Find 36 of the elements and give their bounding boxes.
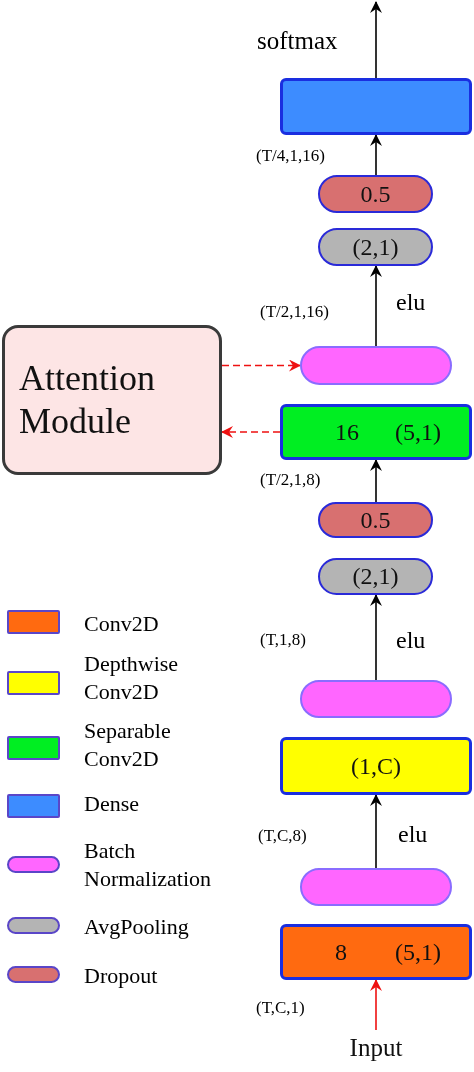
module-title: Attention Module: [19, 356, 156, 443]
layer-pill: [300, 680, 452, 718]
layer-pill: [318, 558, 433, 595]
legend-label: Dropout: [84, 962, 159, 990]
layer-pill: [318, 502, 433, 538]
layer-param: 0.5: [360, 180, 391, 208]
layer-pill: [318, 175, 433, 213]
legend-label: Conv2D: [84, 610, 160, 638]
legend-label: Separable Conv2D: [84, 717, 172, 772]
legend-label: Batch Normalization: [84, 837, 213, 892]
shape-label: (T/2,1,8): [260, 470, 321, 490]
layer-box: [280, 404, 472, 460]
module-box: [2, 325, 222, 475]
legend-label: Depthwise Conv2D: [84, 650, 180, 705]
layer-param: (2,1): [352, 563, 399, 590]
layer-box: [280, 78, 472, 135]
layer-box: [280, 924, 472, 980]
shape-label: (T,C,8): [258, 826, 307, 846]
layer-pill: [300, 346, 452, 385]
shape-label: (T/2,1,16): [260, 302, 329, 322]
layer-param: 16: [335, 418, 359, 446]
layer-param: (1,C): [351, 752, 401, 780]
layer-param: (5,1): [395, 418, 441, 446]
input-label: Input: [349, 1034, 403, 1062]
layer-param: 8: [335, 938, 347, 966]
layer-pill: [300, 868, 452, 906]
shape-label: (T/4,1,16): [256, 146, 325, 166]
layer-box: [280, 737, 472, 795]
legend-label: Dense: [84, 790, 140, 818]
layer-param: (2,1): [352, 233, 399, 261]
layer-param: 0.5: [360, 506, 391, 534]
layer-pill: [318, 228, 433, 266]
shape-label: (T,1,8): [260, 630, 306, 650]
shape-label: (T,C,1): [256, 998, 305, 1018]
legend-label: AvgPooling: [84, 913, 190, 941]
layer-param: (5,1): [395, 938, 441, 966]
